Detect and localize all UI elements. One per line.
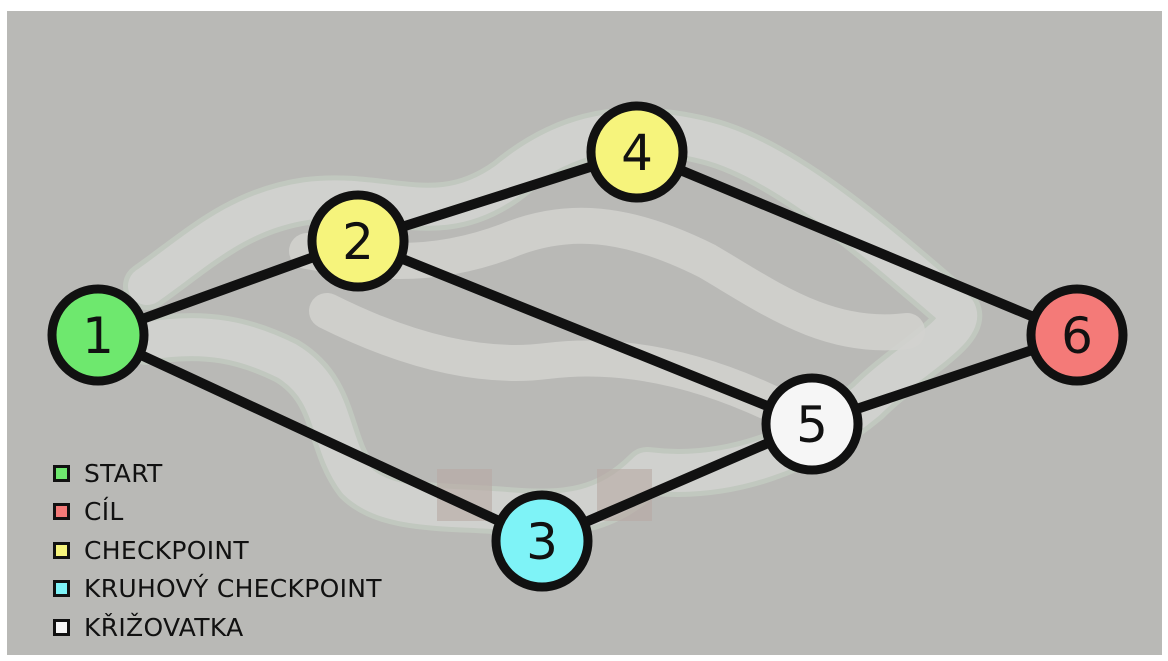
legend-item-junction: KŘIŽOVATKA <box>53 608 382 647</box>
legend-item-finish: CÍL <box>53 493 382 532</box>
node-4-circle <box>586 101 688 203</box>
node-1: 1 <box>47 284 149 386</box>
legend-label-finish: CÍL <box>84 497 124 527</box>
legend-item-start: START <box>53 454 382 493</box>
node-2-circle <box>307 190 409 292</box>
legend-label-round-checkpoint: KRUHOVÝ CHECKPOINT <box>84 574 382 604</box>
edge-4-6 <box>632 147 1082 340</box>
node-4: 4 <box>586 101 688 203</box>
legend: START CÍL CHECKPOINT KRUHOVÝ CHECKPOINT … <box>53 454 382 647</box>
node-5-circle <box>761 373 863 475</box>
legend-swatch-round-checkpoint <box>53 580 70 598</box>
edge-1-3 <box>93 330 547 546</box>
node-6: 6 <box>1026 284 1128 386</box>
legend-item-round-checkpoint: KRUHOVÝ CHECKPOINT <box>53 570 382 609</box>
map-canvas: 1 2 3 4 5 6 <box>7 11 1162 655</box>
edge-2-5 <box>353 236 817 429</box>
node-3-circle <box>491 490 593 592</box>
node-2: 2 <box>307 190 409 292</box>
legend-label-checkpoint: CHECKPOINT <box>84 535 249 565</box>
node-5: 5 <box>761 373 863 475</box>
legend-label-junction: KŘIŽOVATKA <box>84 612 244 642</box>
node-3: 3 <box>491 490 593 592</box>
node-2-label: 2 <box>342 213 374 271</box>
node-6-circle <box>1026 284 1128 386</box>
legend-label-start: START <box>84 458 163 488</box>
node-5-label: 5 <box>796 396 828 454</box>
node-4-label: 4 <box>621 124 653 182</box>
legend-swatch-junction <box>53 618 70 636</box>
track-diagram: 1 2 3 4 5 6 <box>47 101 1128 592</box>
node-1-label: 1 <box>82 307 114 365</box>
track-surface <box>128 112 977 532</box>
legend-swatch-start <box>53 464 70 482</box>
legend-swatch-checkpoint <box>53 541 70 559</box>
legend-item-checkpoint: CHECKPOINT <box>53 531 382 570</box>
node-1-circle <box>47 284 149 386</box>
legend-swatch-finish <box>53 503 70 521</box>
node-3-label: 3 <box>526 513 558 571</box>
node-6-label: 6 <box>1061 307 1093 365</box>
